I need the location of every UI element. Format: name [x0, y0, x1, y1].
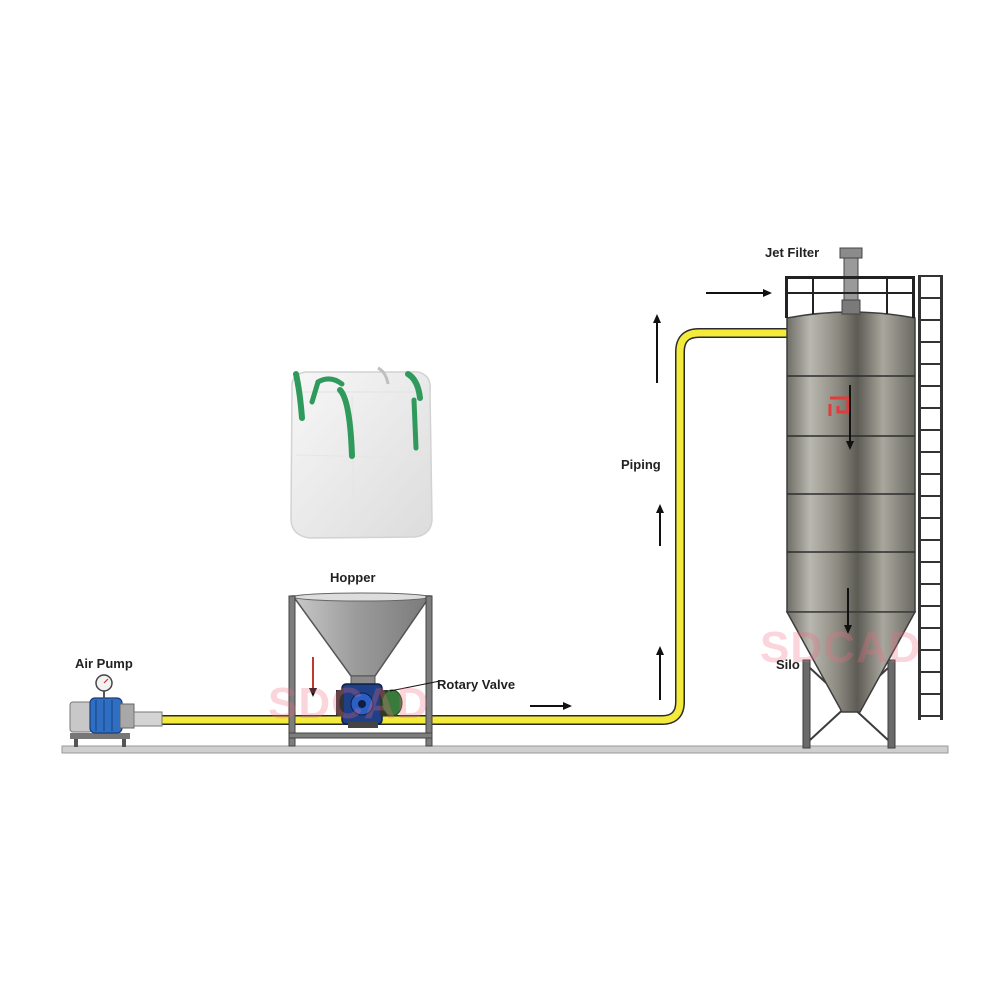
- label-hopper: Hopper: [330, 570, 376, 585]
- label-rotary-valve: Rotary Valve: [437, 677, 516, 692]
- watermark-right: SDCAD: [760, 623, 921, 672]
- label-air-pump: Air Pump: [75, 656, 133, 671]
- jet-filter-icon: [785, 247, 915, 318]
- air-pump-icon: [69, 674, 163, 747]
- silo-icon: [785, 311, 917, 749]
- watermark-left: SDCAD: [268, 679, 429, 728]
- flow-arrows: [309, 289, 854, 710]
- ground-line: [61, 745, 949, 754]
- hopper: [288, 592, 433, 747]
- label-jet-filter: Jet Filter: [765, 245, 820, 260]
- bulk-bag-icon: [290, 366, 433, 539]
- conveying-pipe: [160, 328, 787, 725]
- label-silo: Silo: [776, 657, 800, 672]
- ladder: [918, 275, 943, 720]
- rotary-valve-icon: [336, 680, 441, 728]
- label-piping: Piping: [621, 457, 661, 472]
